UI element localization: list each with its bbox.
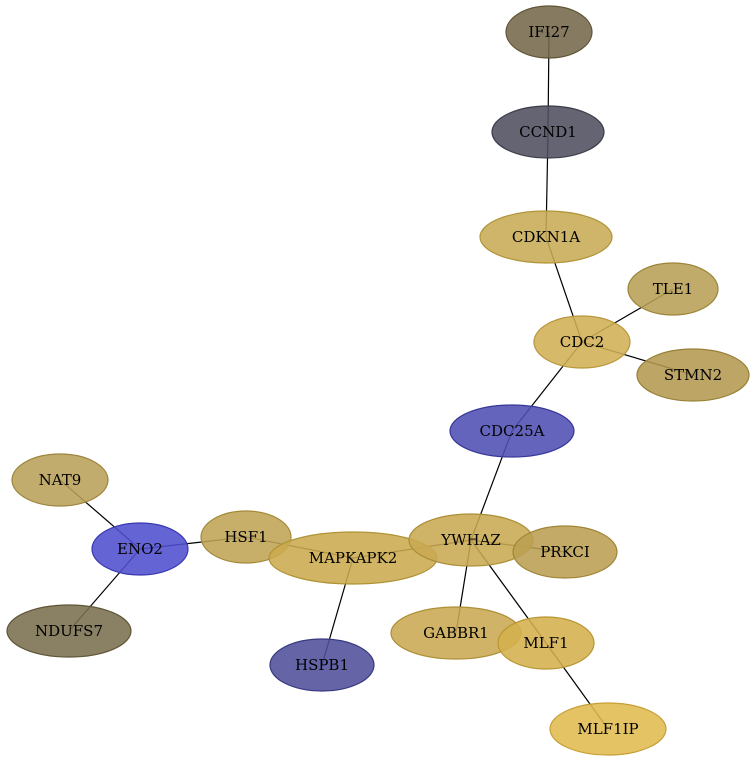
node-hsf1[interactable]: HSF1 [200,510,292,564]
node-label: MAPKAPK2 [309,549,398,567]
node-label: PRKCI [540,543,590,561]
node-ifi27[interactable]: IFI27 [505,5,593,59]
node-hspb1[interactable]: HSPB1 [269,638,375,692]
node-ellipse [6,604,132,658]
node-label: NAT9 [39,471,82,489]
node-gabbr1[interactable]: GABBR1 [390,606,522,660]
node-label: CDC2 [560,333,605,351]
node-label: CCND1 [519,123,577,141]
node-mapkapk2[interactable]: MAPKAPK2 [268,531,438,585]
node-label: TLE1 [653,280,693,298]
node-ellipse [549,702,667,756]
node-ellipse [505,5,593,59]
node-ellipse [479,210,613,264]
node-prkci[interactable]: PRKCI [512,525,618,579]
node-tle1[interactable]: TLE1 [627,262,719,316]
node-ellipse [512,525,618,579]
node-label: CDKN1A [512,228,580,246]
node-ellipse [200,510,292,564]
node-cdc25a[interactable]: CDC25A [449,404,575,458]
node-label: STMN2 [664,366,722,384]
node-ellipse [627,262,719,316]
node-cdc2[interactable]: CDC2 [533,315,631,369]
node-nat9[interactable]: NAT9 [11,453,109,507]
node-stmn2[interactable]: STMN2 [636,348,750,402]
node-mlf1ip[interactable]: MLF1IP [549,702,667,756]
node-ellipse [636,348,750,402]
node-ellipse [449,404,575,458]
node-mlf1[interactable]: MLF1 [497,616,595,670]
node-ellipse [11,453,109,507]
node-ellipse [497,616,595,670]
node-label: GABBR1 [423,624,489,642]
node-ellipse [491,105,605,159]
node-ellipse [533,315,631,369]
node-label: ENO2 [117,540,163,558]
node-label: MLF1 [523,634,568,652]
node-cdkn1a[interactable]: CDKN1A [479,210,613,264]
node-ywhaz[interactable]: YWHAZ [408,513,534,567]
node-label: HSF1 [224,528,267,546]
node-label: NDUFS7 [35,622,103,640]
node-label: YWHAZ [440,531,501,549]
node-ellipse [269,638,375,692]
node-label: IFI27 [528,23,569,41]
node-eno2[interactable]: ENO2 [91,522,189,576]
node-ndufs7[interactable]: NDUFS7 [6,604,132,658]
node-ellipse [91,522,189,576]
node-label: CDC25A [480,422,545,440]
node-label: HSPB1 [295,656,349,674]
node-ccnd1[interactable]: CCND1 [491,105,605,159]
node-label: MLF1IP [577,720,638,738]
